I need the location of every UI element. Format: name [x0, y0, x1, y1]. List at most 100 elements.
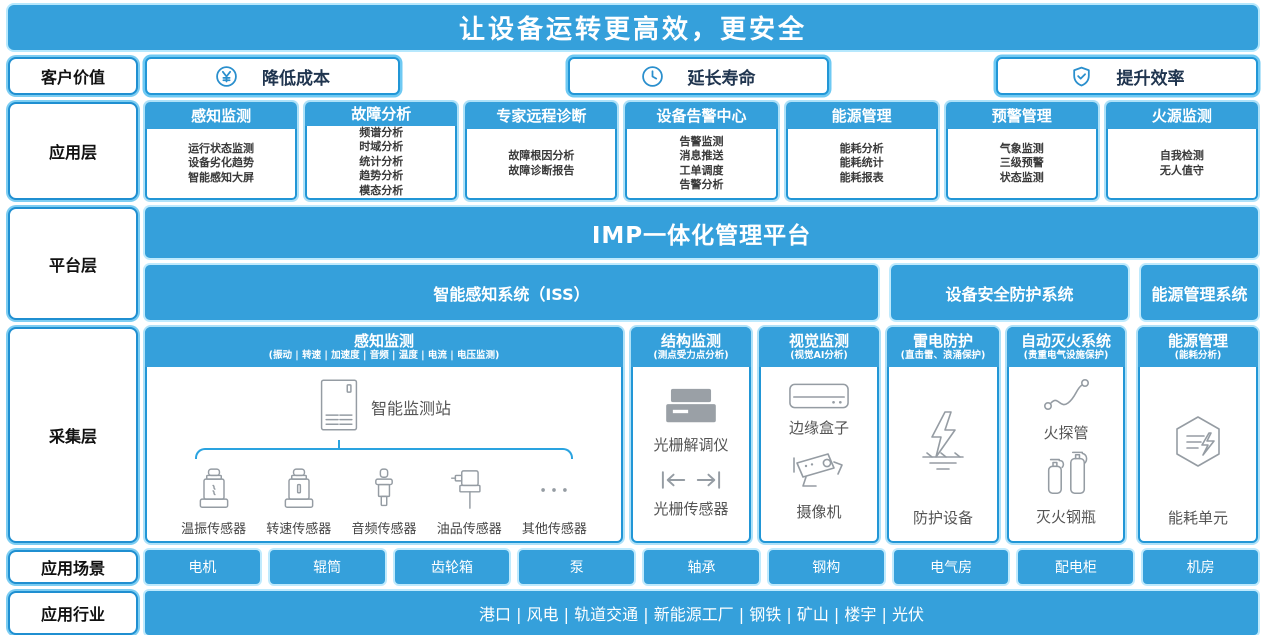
- app-item: 频谱分析: [359, 125, 404, 139]
- app-column-fault-analysis: 故障分析 频谱分析 时域分析 统计分析 趋势分析 模态分析: [305, 102, 458, 200]
- row-label-application-layer: 应用层: [8, 102, 138, 200]
- industries-content: 港口 | 风电 | 轨道交通 | 新能源工厂 | 钢铁 | 矿山 | 楼宇 | …: [145, 591, 1258, 635]
- device-label: 边缘盒子: [788, 419, 849, 438]
- device-fire-tube: 火探管: [1039, 377, 1093, 443]
- edge-box-icon: [789, 383, 849, 409]
- device-label: 火探管: [1043, 424, 1089, 442]
- collect-box-subtitle: (视觉AI分析): [790, 350, 848, 361]
- app-column-title: 火源监测: [1105, 102, 1258, 129]
- app-item: 时域分析: [359, 140, 404, 153]
- system-iss: 智能感知系统（ISS）: [145, 265, 878, 320]
- collect-box-header: 自动灭火系统 (贵重电气设施保护): [1007, 327, 1125, 367]
- app-column-items: 告警监测 消息推送 工单调度 告警分析: [625, 129, 778, 200]
- device-label: 防护设备: [912, 509, 973, 527]
- sensor-label: 温振传感器: [181, 522, 247, 537]
- row-label-text: 应用层: [48, 143, 97, 162]
- sensor-other: 其他传感器: [512, 467, 597, 537]
- collect-box-energy: 能源管理 (能耗分析) 能耗单元: [1138, 327, 1258, 543]
- application-layer-row: 应用层 感知监测 运行状态监测 设备劣化趋势 智能感知大屏 故障分析 频谱分析 …: [8, 102, 1258, 200]
- sensor-label: 转速传感器: [266, 522, 332, 537]
- scenario-bearing: 轴承: [644, 550, 759, 584]
- collect-box-fire: 自动灭火系统 (贵重电气设施保护) 火探管: [1007, 327, 1125, 543]
- collect-box-header: 结构监测 (测点受力点分析): [631, 327, 751, 367]
- audio-sensor-icon: [375, 468, 393, 507]
- row-label-text: 客户价值: [40, 68, 105, 87]
- app-column-items: 自我检测 无人值守: [1105, 129, 1258, 200]
- yuan-circle-icon: [216, 65, 237, 87]
- collect-box-title: 视觉监测: [788, 332, 849, 350]
- app-item: 能耗分析: [839, 141, 884, 155]
- value-box-extend-life: 延长寿命: [567, 57, 829, 95]
- sensor-temp-vibration: 温振传感器: [171, 467, 256, 537]
- sensing-body: 智能监测站 温振传感器: [147, 367, 621, 541]
- scenario-motor: 电机: [145, 550, 260, 584]
- app-column-items: 故障根因分析 故障诊断报告: [465, 129, 618, 200]
- lightning-ground-icon: [922, 411, 964, 470]
- customer-value-row: 客户价值 降低成本 延长寿命: [8, 57, 1258, 95]
- row-label-collection-layer: 采集层: [8, 327, 138, 543]
- sensor-label: 油品传感器: [436, 522, 502, 537]
- sensors-row: 温振传感器 转速传感器: [147, 459, 621, 537]
- device-extinguishers: 灭火钢瓶: [1036, 449, 1096, 527]
- collection-layer-content: 感知监测 (振动 | 转速 | 加速度 | 音频 | 温度 | 电流 | 电压监…: [145, 327, 1258, 543]
- value-box-label: 提升效率: [1116, 68, 1185, 89]
- collect-box-subtitle: (振动 | 转速 | 加速度 | 音频 | 温度 | 电流 | 电压监测): [268, 350, 500, 361]
- app-item: 无人值守: [1159, 163, 1204, 177]
- app-column-expert-diagnosis: 专家远程诊断 故障根因分析 故障诊断报告: [465, 102, 618, 200]
- device-label: 光栅传感器: [653, 500, 729, 518]
- app-item: 工单调度: [679, 163, 724, 177]
- grating-sensor-icon: [661, 471, 721, 489]
- banner: 让设备运转更高效，更安全: [8, 5, 1258, 50]
- app-column-title: 故障分析: [305, 102, 458, 126]
- device-grating-sensor: 光栅传感器: [653, 469, 729, 519]
- app-item: 运行状态监测: [188, 141, 255, 155]
- collect-box-vision: 视觉监测 (视觉AI分析) 边缘盒子: [759, 327, 879, 543]
- banner-title: 让设备运转更高效，更安全: [458, 15, 807, 45]
- industries-bar: 港口 | 风电 | 轨道交通 | 新能源工厂 | 钢铁 | 矿山 | 楼宇 | …: [145, 591, 1258, 635]
- scenario-machine-room: 机房: [1143, 550, 1259, 584]
- sensor-audio: 音频传感器: [341, 467, 426, 537]
- row-label-text: 应用行业: [40, 605, 105, 624]
- app-column-items: 气象监测 三级预警 状态监测: [945, 129, 1098, 200]
- app-column-title: 能源管理: [785, 102, 938, 129]
- collect-box-structure: 结构监测 (测点受力点分析) 光栅解调仪: [631, 327, 751, 543]
- scenario-electrical-room: 电气房: [893, 550, 1009, 584]
- collect-box-title: 能源管理: [1167, 332, 1228, 350]
- temp-vibration-sensor-icon: [199, 468, 228, 508]
- collect-box-header: 感知监测 (振动 | 转速 | 加速度 | 音频 | 温度 | 电流 | 电压监…: [145, 327, 623, 367]
- collect-box-sensing: 感知监测 (振动 | 转速 | 加速度 | 音频 | 温度 | 电流 | 电压监…: [145, 327, 623, 543]
- app-item: 能耗统计: [839, 156, 884, 170]
- collect-box-lightning: 雷电防护 (直击雷、浪涌保护) 防护设备: [887, 327, 999, 543]
- app-item: 告警分析: [679, 178, 724, 191]
- app-item: 消息推送: [679, 149, 724, 162]
- application-scenarios-row: 应用场景 电机 辊筒 齿轮箱 泵 轴承 钢构 电气房 配电柜 机房: [8, 550, 1259, 584]
- oil-sensor-icon: [451, 470, 481, 509]
- collect-box-header: 视觉监测 (视觉AI分析): [759, 327, 879, 367]
- sensor-oil: 油品传感器: [427, 467, 512, 537]
- device-label: 光栅解调仪: [653, 436, 729, 454]
- app-column-title: 感知监测: [145, 102, 298, 129]
- app-item: 智能感知大屏: [188, 170, 255, 184]
- row-label-industries: 应用行业: [8, 591, 138, 635]
- system-safety-protection: 设备安全防护系统: [891, 265, 1128, 320]
- value-box-label: 延长寿命: [687, 68, 756, 89]
- device-grating-demodulator: 光栅解调仪: [653, 385, 729, 455]
- app-column-sensing: 感知监测 运行状态监测 设备劣化趋势 智能感知大屏: [145, 102, 298, 200]
- grating-demodulator-icon: [666, 388, 716, 423]
- scenario-steel-structure: 钢构: [768, 550, 884, 584]
- device-label: 摄像机: [796, 502, 842, 521]
- collect-box-title: 结构监测: [660, 332, 721, 350]
- fire-extinguishers-icon: [1047, 451, 1088, 494]
- app-item: 三级预警: [999, 156, 1044, 170]
- app-item: 气象监测: [999, 141, 1044, 155]
- app-column-title: 设备告警中心: [625, 102, 778, 129]
- clock-icon: [641, 65, 663, 87]
- sensor-label: 音频传感器: [351, 522, 417, 537]
- platform-layer-content: IMP一体化管理平台 智能感知系统（ISS） 设备安全防护系统 能源管理系统: [145, 207, 1258, 320]
- app-column-title: 专家远程诊断: [465, 102, 618, 129]
- collect-box-subtitle: (测点受力点分析): [653, 350, 729, 361]
- energy-unit-icon: [1176, 416, 1220, 467]
- vision-body: 边缘盒子 摄像机: [761, 367, 877, 541]
- row-label-customer-value: 客户价值: [8, 57, 138, 95]
